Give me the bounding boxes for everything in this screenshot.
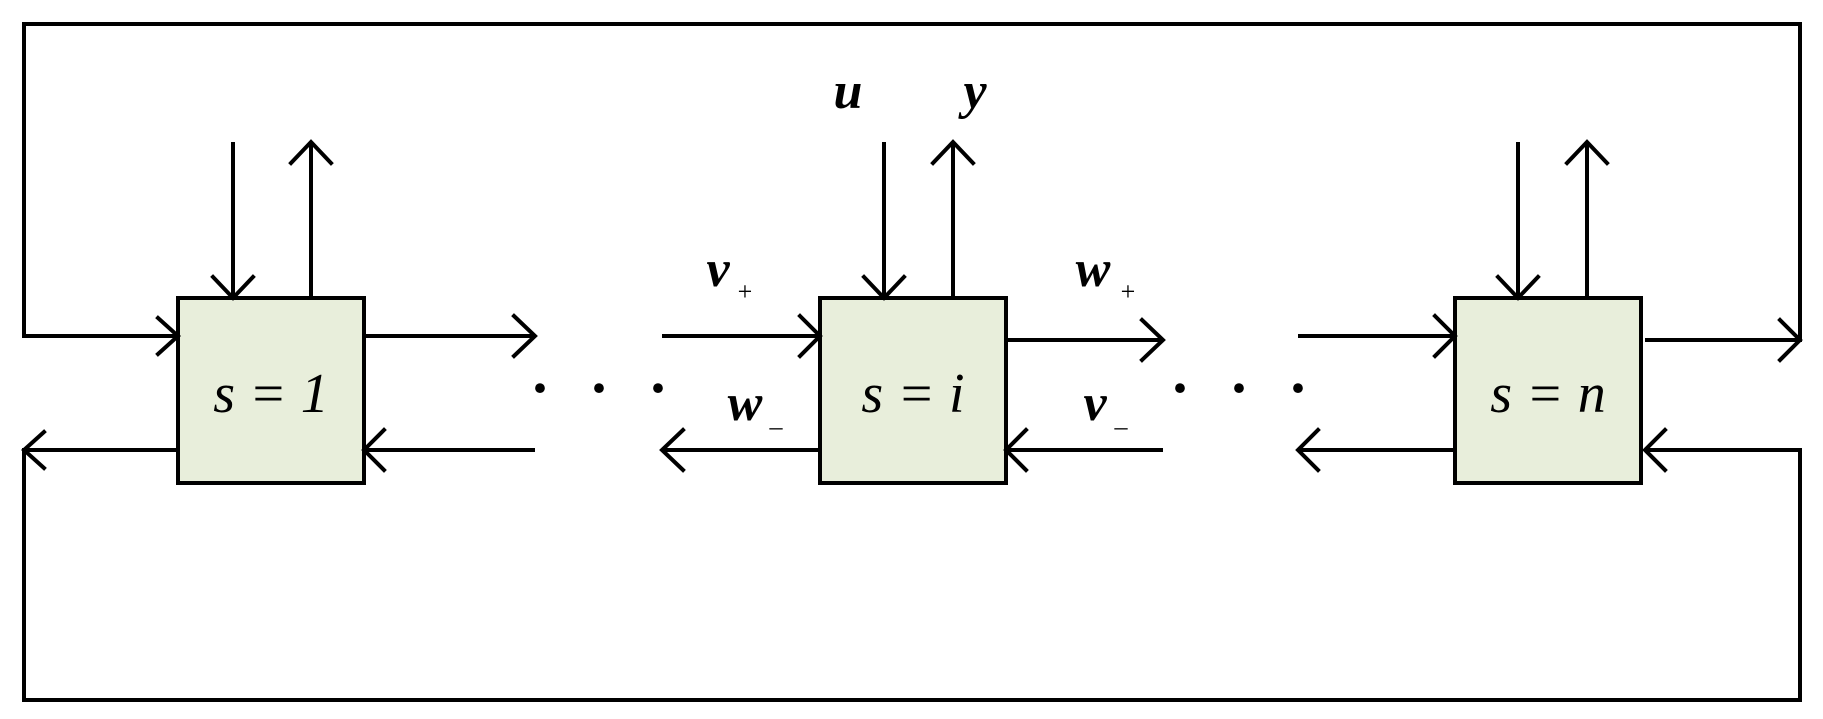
ellipsis-2: · · ·	[1170, 355, 1320, 421]
y-label: y	[957, 63, 987, 120]
u-label: u	[834, 63, 863, 120]
block-1-output-arrowhead	[288, 139, 334, 166]
block-1-right-in-arrowhead	[361, 427, 387, 473]
v-plus-subscript: +	[738, 277, 753, 306]
block-i	[818, 296, 1008, 485]
block-1	[176, 296, 366, 485]
w-minus-label: w	[728, 375, 763, 432]
v-minus-arrowhead	[1003, 427, 1029, 473]
u-input-arrowhead	[861, 274, 907, 301]
block-1-left-in-arrowhead	[155, 315, 181, 357]
block-n-label: s = n	[1490, 363, 1606, 425]
w-plus-arrowhead	[1139, 317, 1166, 363]
block-n-output-arrowhead	[1564, 139, 1610, 166]
block-n-right-in-arrowhead	[1642, 427, 1668, 473]
block-1-left-out-arrowhead	[21, 429, 47, 471]
y-output-arrowhead	[930, 139, 976, 166]
v-plus-label: v	[706, 241, 730, 298]
w-minus-subscript: –	[769, 412, 784, 441]
block-n-right-out-arrowhead	[1777, 317, 1803, 363]
block-n-left-in-arrowhead	[1432, 313, 1458, 359]
w-minus-arrowhead	[659, 427, 686, 473]
block-i-label: s = i	[861, 363, 964, 425]
v-minus-subscript: –	[1114, 412, 1129, 441]
block-n-input-arrowhead	[1495, 274, 1541, 301]
top-feedback-wire	[22, 22, 1802, 342]
block-n	[1453, 296, 1643, 485]
bottom-feedback-wire	[22, 448, 1802, 702]
w-plus-label: w	[1076, 241, 1111, 298]
w-plus-subscript: +	[1121, 277, 1136, 306]
v-minus-label: v	[1083, 375, 1107, 432]
block-n-left-out-arrowhead	[1295, 427, 1321, 473]
ellipsis-1: · · ·	[530, 355, 680, 421]
block-1-input-arrowhead	[210, 274, 256, 301]
block-1-right-out-arrowhead	[511, 313, 538, 359]
v-plus-arrowhead	[797, 313, 823, 359]
block-1-label: s = 1	[213, 363, 329, 425]
